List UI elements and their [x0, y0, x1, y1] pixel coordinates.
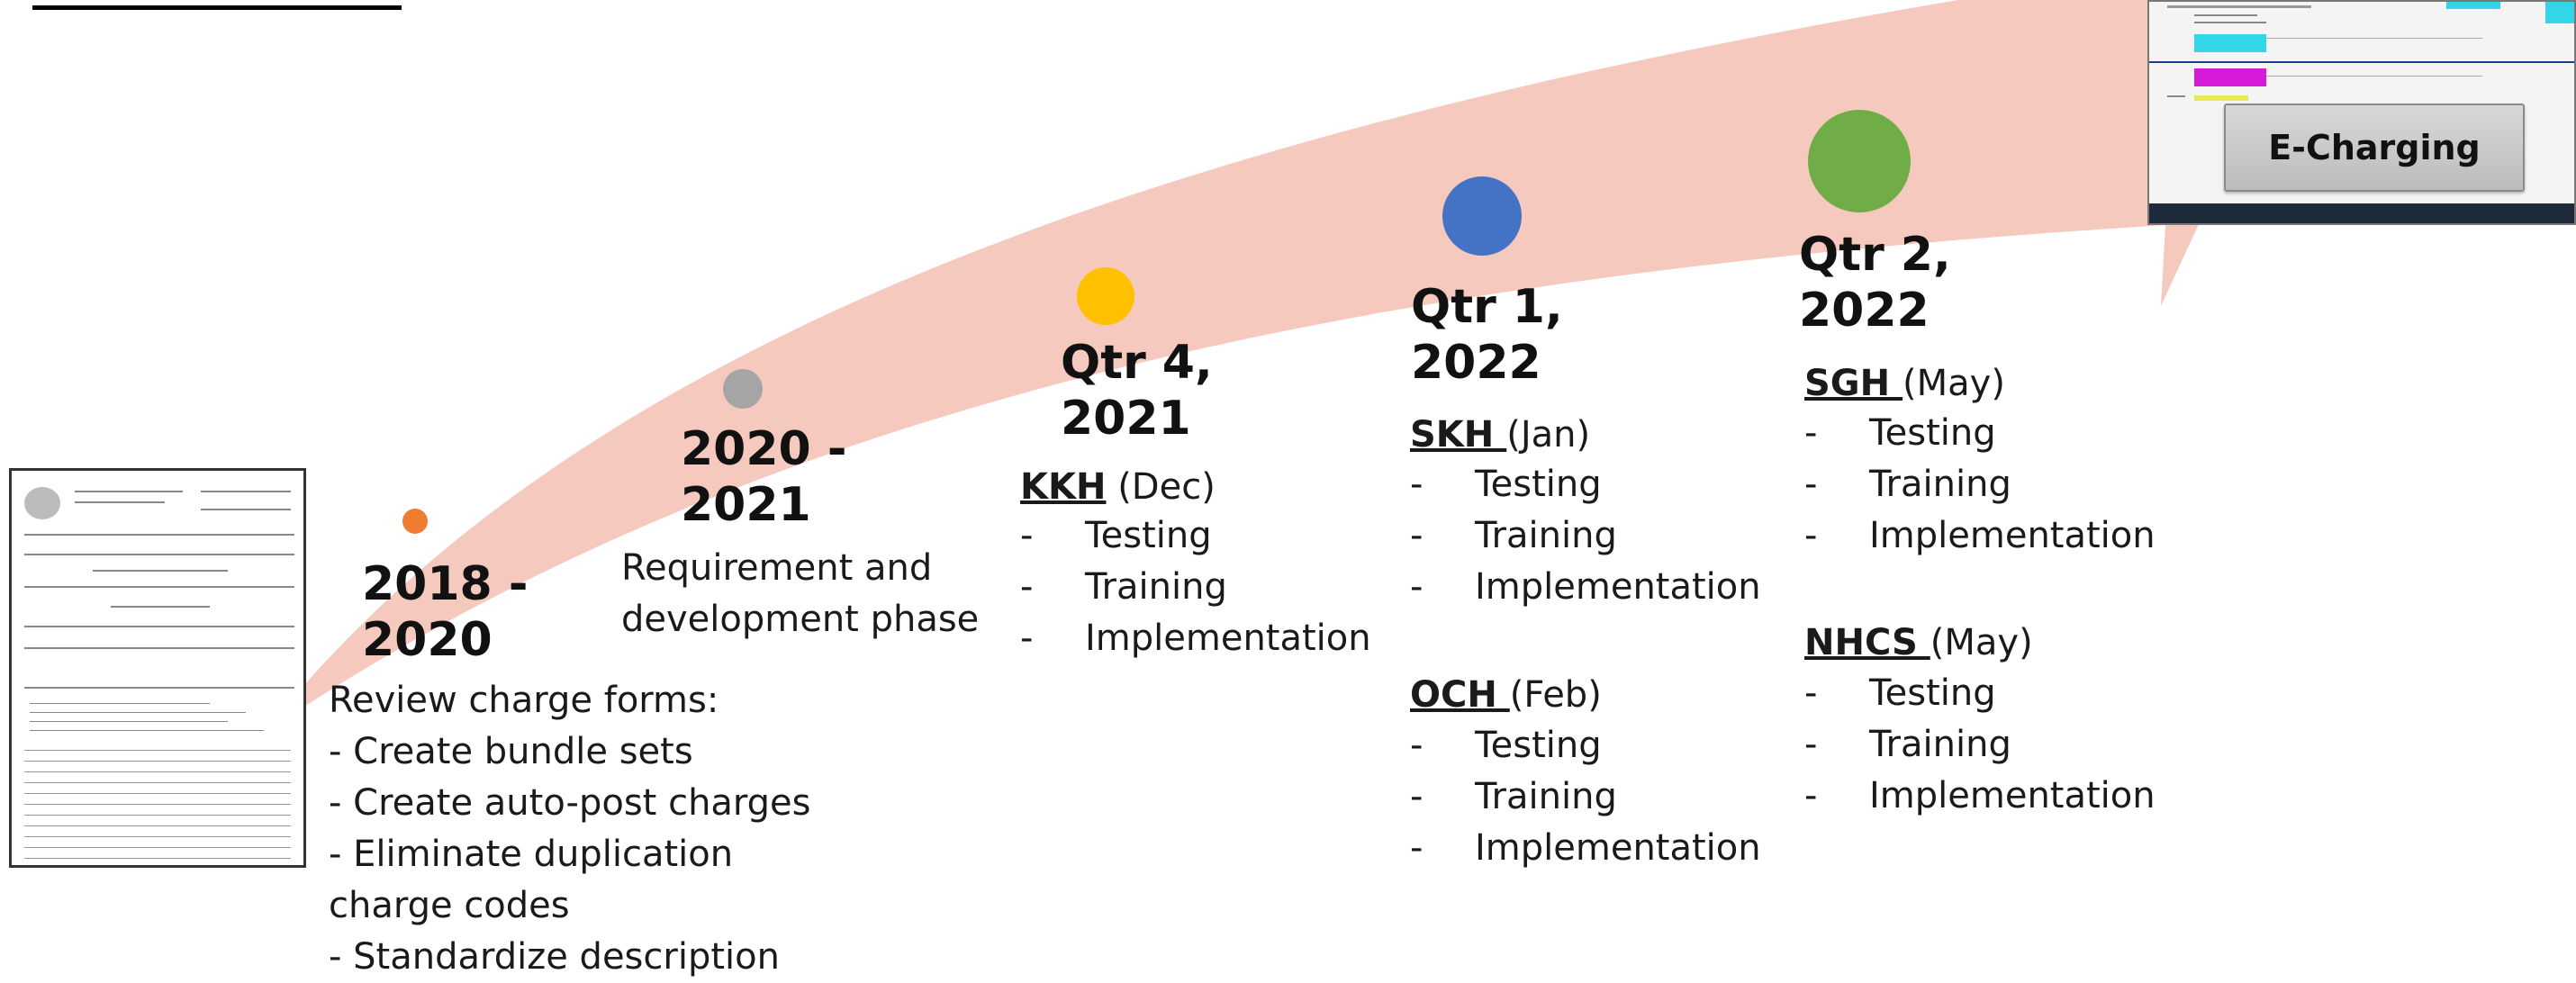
milestone-dot-2020 — [723, 369, 763, 409]
hospital-header: KKH (Dec) — [1020, 462, 1216, 512]
hospital-month: (Jan) — [1506, 414, 1591, 455]
description-line: - Eliminate duplication — [329, 834, 734, 875]
description-line: - Create auto-post charges — [329, 782, 811, 824]
list-item: - Testing — [1410, 720, 1761, 771]
description-line: charge codes — [329, 885, 570, 926]
task-label: Training — [1869, 724, 2011, 765]
task-dash: - — [1410, 515, 1424, 556]
task-dash: - — [1410, 827, 1424, 869]
title-underline — [32, 5, 402, 10]
task-dash: - — [1804, 464, 1818, 505]
hospital-name: SGH — [1804, 363, 1903, 404]
hospital-month: (Dec) — [1117, 466, 1216, 508]
task-label: Implementation — [1869, 515, 2156, 556]
period-label: Qtr 4, 2021 — [1061, 336, 1213, 446]
list-item: - Training — [1804, 719, 2156, 771]
list-item: - Implementation — [1804, 510, 2156, 562]
milestone-dot-q2-2022 — [1808, 110, 1911, 212]
list-item: - Testing — [1020, 510, 1371, 562]
task-dash: - — [1410, 566, 1424, 608]
hospital-name: KKH — [1020, 466, 1107, 508]
list-item: - Testing — [1804, 408, 2156, 459]
hospital-name: OCH — [1410, 674, 1510, 716]
list-item: - Training — [1804, 459, 2156, 510]
timeline-arrow-shape — [297, 0, 2269, 711]
list-item: - Testing — [1804, 668, 2156, 719]
period-label: Qtr 2, 2022 — [1799, 228, 1951, 338]
description-line: - Standardize description — [329, 936, 780, 978]
milestone-dot-2018 — [402, 509, 428, 534]
task-label: Implementation — [1475, 827, 1761, 869]
list-item: - Implementation — [1410, 823, 1761, 874]
task-label: Testing — [1475, 464, 1602, 505]
hospital-header: SKH (Jan) — [1410, 410, 1590, 460]
task-dash: - — [1804, 724, 1818, 765]
task-list: - Testing - Training - Implementation — [1410, 720, 1761, 874]
windows-taskbar — [2149, 203, 2574, 223]
milestone-dot-q1-2022 — [1442, 176, 1522, 256]
task-dash: - — [1410, 776, 1424, 817]
task-dash: - — [1020, 515, 1034, 556]
period-label: Qtr 1, 2022 — [1411, 280, 1563, 390]
list-item: - Implementation — [1020, 613, 1371, 664]
echarging-button[interactable]: E-Charging — [2224, 104, 2525, 192]
hospital-month: (Feb) — [1509, 674, 1602, 716]
description-line: Requirement and — [621, 547, 933, 589]
hospital-month: (May) — [1903, 363, 2005, 404]
task-label: Training — [1475, 776, 1617, 817]
task-list: - Testing - Training - Implementation — [1804, 408, 2156, 562]
hospital-header: NHCS (May) — [1804, 618, 2033, 668]
list-item: - Testing — [1410, 459, 1761, 510]
task-label: Testing — [1869, 412, 1996, 454]
description-line: - Create bundle sets — [329, 731, 693, 772]
list-item: - Training — [1410, 771, 1761, 823]
milestone-dot-q4-2021 — [1077, 267, 1134, 325]
task-dash: - — [1410, 725, 1424, 766]
task-label: Implementation — [1085, 618, 1371, 659]
task-label: Implementation — [1475, 566, 1761, 608]
period-label: 2020 - 2021 — [681, 422, 847, 532]
task-list: - Testing - Training - Implementation — [1410, 459, 1761, 613]
task-label: Implementation — [1869, 775, 2156, 816]
task-dash: - — [1804, 412, 1818, 454]
task-label: Testing — [1869, 672, 1996, 714]
task-label: Training — [1085, 566, 1227, 608]
list-item: - Training — [1410, 510, 1761, 562]
hospital-name: NHCS — [1804, 622, 1930, 663]
task-dash: - — [1804, 515, 1818, 556]
task-list: - Testing - Training - Implementation — [1020, 510, 1371, 664]
hospital-header: OCH (Feb) — [1410, 670, 1602, 720]
list-item: - Implementation — [1804, 771, 2156, 822]
task-dash: - — [1020, 618, 1034, 659]
task-dash: - — [1804, 672, 1818, 714]
description-line: development phase — [621, 599, 980, 640]
charge-form-thumbnail — [9, 468, 306, 868]
list-item: - Implementation — [1410, 562, 1761, 613]
task-dash: - — [1804, 775, 1818, 816]
task-label: Testing — [1475, 725, 1602, 766]
hospital-name: SKH — [1410, 414, 1507, 455]
task-dash: - — [1020, 566, 1034, 608]
list-item: - Training — [1020, 562, 1371, 613]
task-list: - Testing - Training - Implementation — [1804, 668, 2156, 822]
task-dash: - — [1410, 464, 1424, 505]
hospital-header: SGH (May) — [1804, 358, 2005, 409]
hospital-month: (May) — [1930, 622, 2033, 663]
task-label: Training — [1869, 464, 2011, 505]
description-line: Review charge forms: — [329, 680, 719, 721]
period-label: 2018 - 2020 — [362, 557, 529, 667]
task-label: Testing — [1085, 515, 1212, 556]
task-label: Training — [1475, 515, 1617, 556]
